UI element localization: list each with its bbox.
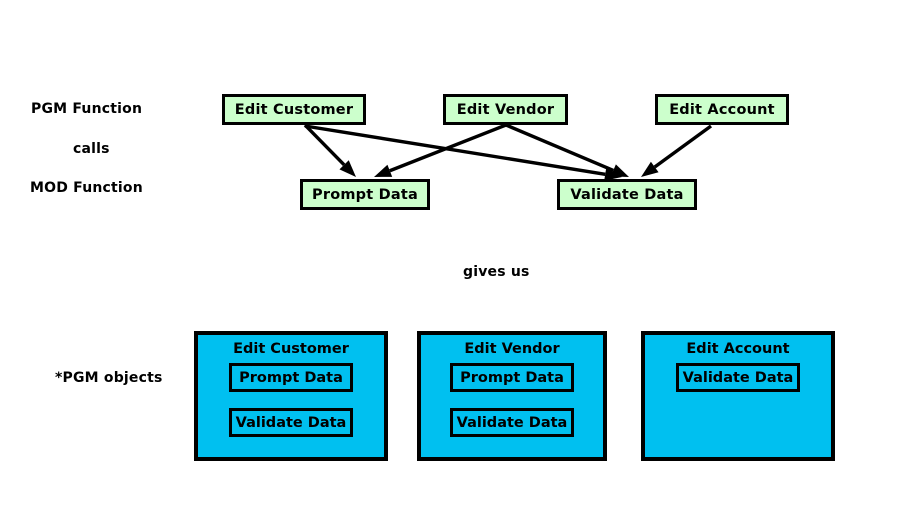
call-arrow-head (339, 160, 356, 177)
row-label-pgm-function: PGM Function (31, 101, 143, 117)
mod-function-node[interactable]: Prompt Data (300, 179, 430, 210)
mod-function-node[interactable]: Validate Data (557, 179, 697, 210)
pgm-object-module[interactable]: Validate Data (229, 408, 353, 437)
call-arrow-line (505, 123, 615, 172)
pgm-object-title: Edit Customer (233, 341, 349, 357)
pgm-function-node[interactable]: Edit Account (655, 94, 789, 125)
pgm-object-module[interactable]: Validate Data (450, 408, 574, 437)
call-arrow-head (641, 161, 659, 177)
call-arrow-line (653, 124, 713, 169)
pgm-object-module[interactable]: Prompt Data (450, 363, 574, 392)
connector-label-gives-us: gives us (463, 264, 530, 280)
pgm-object-module[interactable]: Prompt Data (229, 363, 353, 392)
row-label-pgm-objects: *PGM objects (55, 370, 163, 386)
call-arrow-line (389, 123, 507, 173)
pgm-object-title: Edit Account (686, 341, 790, 357)
pgm-function-node[interactable]: Edit Customer (222, 94, 366, 125)
pgm-object-title: Edit Vendor (464, 341, 560, 357)
row-label-calls: calls (73, 141, 110, 157)
pgm-function-node[interactable]: Edit Vendor (443, 94, 568, 125)
call-arrow-head (610, 164, 629, 177)
call-arrow-head (374, 164, 393, 177)
pgm-object-module[interactable]: Validate Data (676, 363, 800, 392)
call-arrow-line (304, 124, 606, 176)
call-arrow-line (303, 123, 346, 167)
row-label-mod-function: MOD Function (30, 180, 143, 196)
